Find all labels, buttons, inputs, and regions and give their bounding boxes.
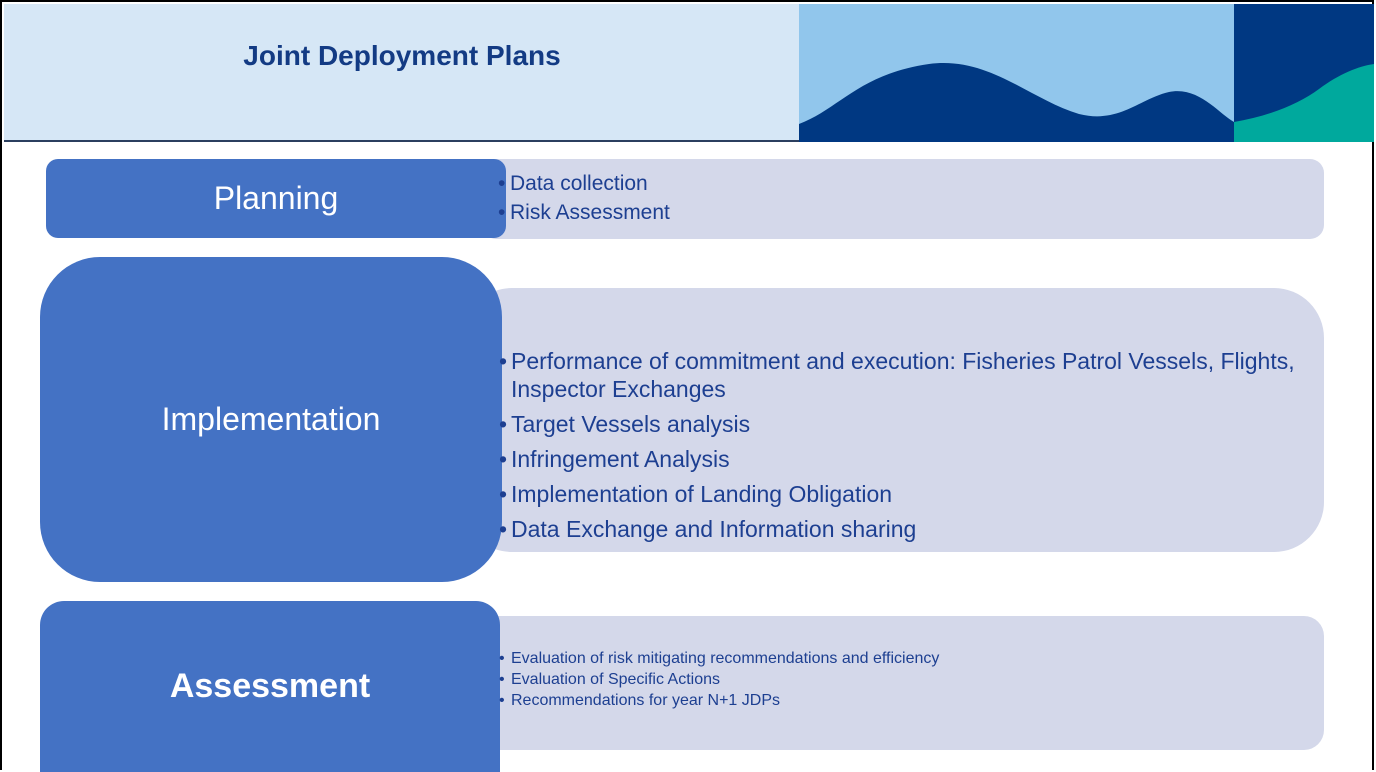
list-item: •Data collection: [498, 169, 670, 198]
planning-box: Planning: [46, 159, 506, 238]
planning-details-band: [482, 159, 1324, 239]
slide-header: Joint Deployment Plans: [4, 4, 1374, 142]
page-title: Joint Deployment Plans: [243, 40, 561, 71]
wave-decoration: [799, 4, 1374, 142]
planning-label: Planning: [213, 180, 339, 216]
list-item: •Evaluation of risk mitigating recommend…: [499, 650, 940, 667]
planning-list: •Data collection •Risk Assessment: [498, 169, 670, 227]
bullet-icon: •: [498, 172, 506, 195]
bullet-icon: •: [499, 481, 508, 507]
assessment-box: Assessment: [40, 601, 500, 772]
list-item: •Recommendations for year N+1 JDPs: [499, 692, 780, 709]
list-item: •Risk Assessment: [498, 198, 670, 227]
list-item: •Infringement Analysis: [499, 446, 730, 472]
bullet-icon: •: [498, 201, 506, 224]
list-item: •Data Exchange and Information sharing: [499, 516, 917, 542]
list-item: •Implementation of Landing Obligation: [499, 481, 893, 507]
implementation-list: •Performance of commitment and execution…: [499, 347, 1309, 550]
bullet-icon: •: [499, 650, 505, 667]
bullet-icon: •: [499, 446, 508, 472]
bullet-icon: •: [499, 692, 505, 709]
bullet-icon: •: [499, 671, 505, 688]
implementation-details-band: [462, 288, 1324, 552]
assessment-label: Assessment: [169, 667, 371, 705]
list-item: •Performance of commitment and execution…: [499, 348, 1295, 402]
assessment-details-band: [472, 616, 1324, 750]
implementation-box: Implementation: [40, 257, 502, 582]
list-item: •Evaluation of Specific Actions: [499, 671, 721, 688]
bullet-icon: •: [499, 411, 508, 437]
bullet-icon: •: [499, 516, 508, 542]
implementation-label: Implementation: [161, 401, 381, 437]
list-item: •Target Vessels analysis: [499, 411, 751, 437]
bullet-icon: •: [499, 348, 508, 374]
assessment-list: •Evaluation of risk mitigating recommend…: [499, 648, 939, 711]
